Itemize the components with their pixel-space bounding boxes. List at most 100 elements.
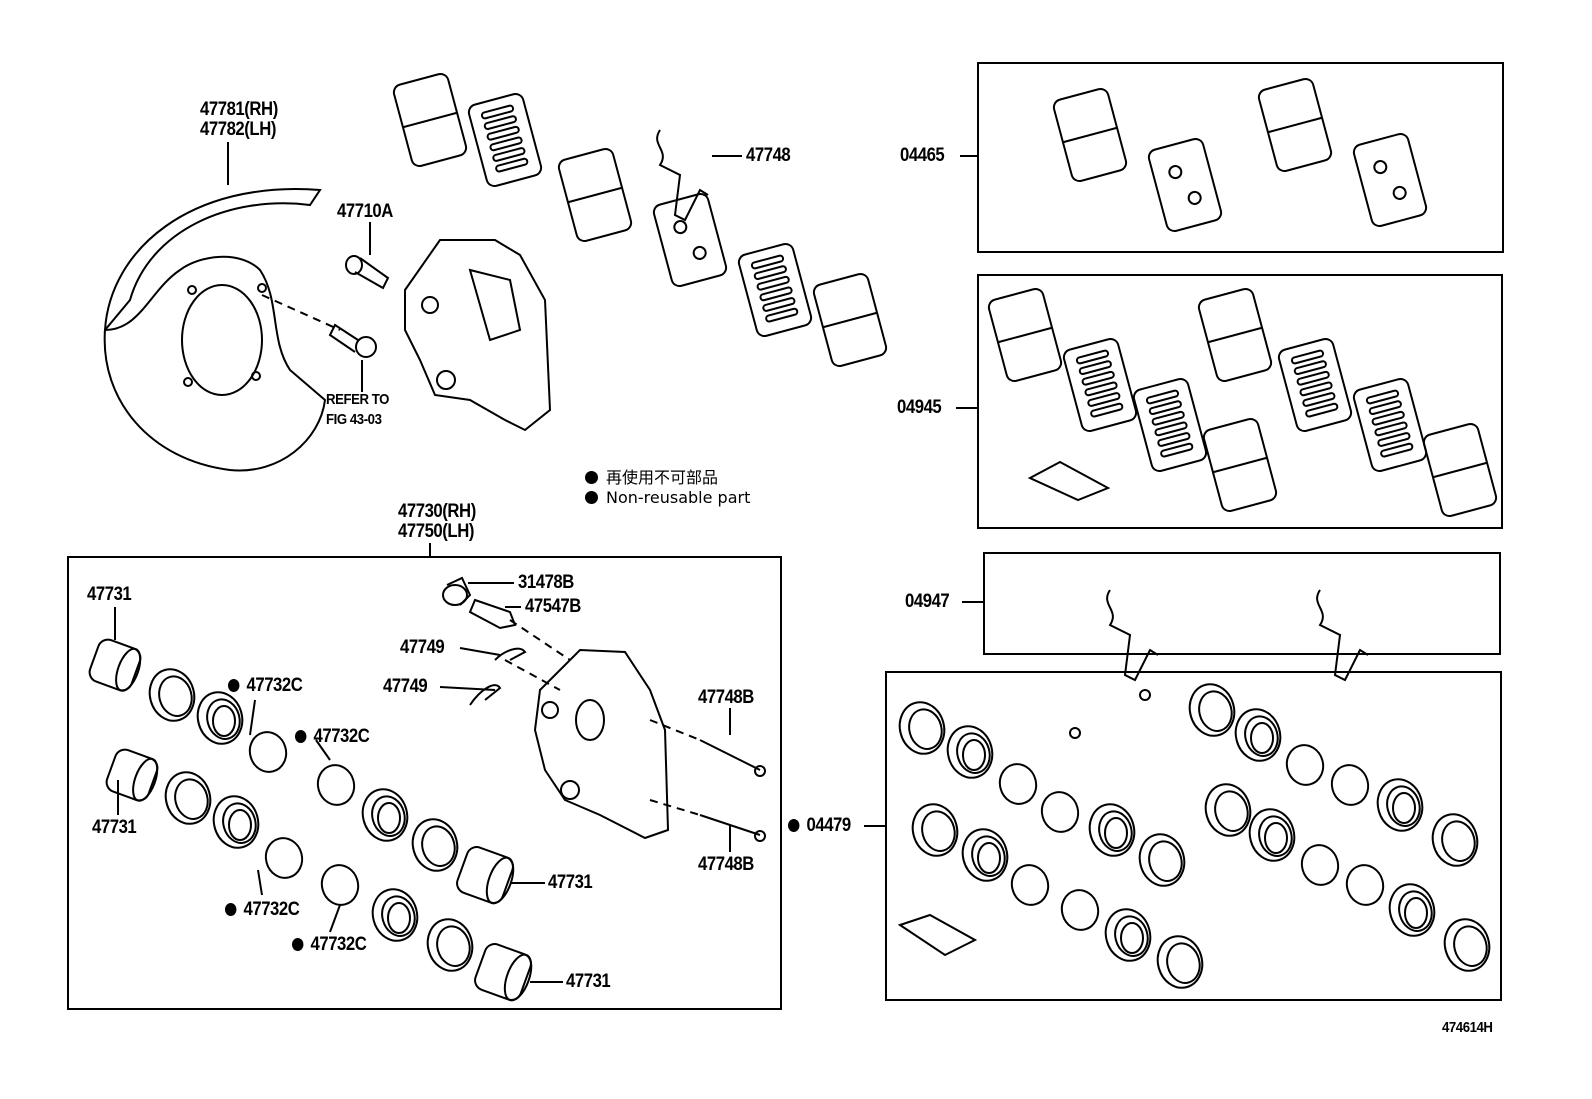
seal-ring bbox=[911, 803, 959, 857]
shim-slot bbox=[762, 297, 796, 312]
shim-slot bbox=[1296, 370, 1330, 386]
grease-packet bbox=[1027, 460, 1111, 502]
dashed-guides bbox=[261, 294, 701, 816]
shim-slot bbox=[495, 157, 529, 173]
shim-slot bbox=[1157, 432, 1191, 447]
caliper-lower bbox=[533, 648, 766, 842]
seal-ring bbox=[148, 668, 196, 722]
part-label-non-reusable: 47732C bbox=[292, 934, 367, 955]
shim-outline bbox=[1277, 337, 1353, 433]
shim-outline bbox=[1062, 337, 1138, 433]
seal-ring-core bbox=[1120, 922, 1144, 954]
seal-rings bbox=[148, 668, 1491, 989]
plate-outline bbox=[1352, 132, 1428, 228]
part-number: 47732C bbox=[246, 675, 303, 696]
shim-slot bbox=[1151, 410, 1185, 426]
shim-part bbox=[1277, 337, 1353, 433]
reference-note: REFER TO bbox=[326, 391, 389, 408]
legend-text: 再使用不可部品 bbox=[606, 468, 719, 487]
seal-ring bbox=[361, 788, 409, 842]
seal-ring-inner bbox=[1166, 942, 1201, 984]
bolt-refer bbox=[328, 323, 377, 358]
seal-ring bbox=[1188, 683, 1236, 737]
figure-id: 474614H bbox=[1442, 1019, 1493, 1036]
shim-slot bbox=[1302, 392, 1336, 407]
seal-ring-inner bbox=[436, 925, 471, 967]
grease-packet bbox=[897, 913, 978, 957]
seal-ring-core bbox=[228, 809, 252, 841]
pad-line bbox=[567, 186, 623, 204]
seal-ring-inner bbox=[1453, 925, 1488, 967]
plate-hole bbox=[1168, 165, 1183, 180]
part-number: 47732C bbox=[243, 899, 300, 920]
seal-ring bbox=[248, 731, 288, 773]
shim-slot bbox=[1305, 402, 1339, 418]
shim-outline bbox=[467, 92, 543, 188]
seal-ring bbox=[316, 764, 356, 806]
seal-ring bbox=[1300, 844, 1340, 886]
seal-ring-core bbox=[377, 802, 401, 834]
shim-slot bbox=[1380, 442, 1414, 458]
seal-ring-inner bbox=[371, 795, 406, 837]
part-label: 47731 bbox=[566, 971, 611, 992]
reference-note: FIG 43-03 bbox=[326, 411, 382, 428]
seal-ring-inner bbox=[1098, 810, 1133, 852]
part-label: 47731 bbox=[548, 872, 593, 893]
seal-ring bbox=[1285, 744, 1325, 786]
bullet-icon bbox=[585, 471, 598, 484]
part-label: 47731 bbox=[87, 584, 132, 605]
non-reusable-bullet bbox=[295, 730, 307, 743]
leader-lines bbox=[114, 142, 984, 983]
seal-ring-core bbox=[1264, 822, 1288, 854]
part-label: 47749 bbox=[400, 637, 445, 658]
anti-rattle-spring bbox=[656, 129, 709, 222]
part-label-non-reusable: 47732C bbox=[225, 899, 300, 920]
seal-ring bbox=[961, 828, 1009, 882]
seal-ring bbox=[946, 725, 994, 779]
plate-hole bbox=[673, 220, 688, 235]
shim-slot bbox=[1368, 400, 1402, 415]
plate-hole bbox=[1392, 185, 1407, 200]
pad-line bbox=[402, 111, 458, 129]
seal-ring bbox=[1010, 864, 1050, 906]
seal-ring bbox=[264, 837, 304, 879]
pad-part bbox=[1257, 77, 1333, 173]
shim-slot bbox=[753, 265, 787, 280]
seal-ring-inner bbox=[174, 778, 209, 820]
caliper-upper bbox=[404, 239, 552, 432]
legend-text: Non-reusable part bbox=[606, 488, 751, 507]
part-label: 47750(LH) bbox=[398, 521, 474, 542]
shim-slot bbox=[1374, 421, 1408, 437]
caliper-box bbox=[67, 556, 782, 1010]
pad-line bbox=[997, 326, 1053, 344]
seal-ring bbox=[1104, 908, 1152, 962]
shim-outline bbox=[1352, 377, 1428, 473]
seal-ring-core bbox=[212, 705, 236, 737]
seal-ring-core bbox=[1104, 817, 1128, 849]
shim-slot bbox=[1081, 370, 1115, 386]
pad-part bbox=[1197, 287, 1273, 383]
shim-slot bbox=[1293, 360, 1327, 375]
seal-ring bbox=[1345, 864, 1385, 906]
pad-outline bbox=[392, 72, 468, 168]
seal-ring bbox=[426, 918, 474, 972]
seal-ring-inner bbox=[1441, 820, 1476, 862]
part-label-non-reusable: 47732C bbox=[228, 675, 303, 696]
shim-slot bbox=[1299, 381, 1333, 397]
plate-part bbox=[1147, 137, 1223, 233]
shim-slot bbox=[765, 307, 799, 323]
seal-ring-inner bbox=[1198, 690, 1233, 732]
part-label: 04465 bbox=[900, 145, 945, 166]
seal-ring-inner bbox=[971, 835, 1006, 877]
shim-slot bbox=[1145, 389, 1180, 405]
seal-ring bbox=[411, 818, 459, 872]
seal-ring-inner bbox=[1258, 815, 1293, 857]
part-label: 04945 bbox=[897, 397, 942, 418]
part-number: 47732C bbox=[310, 934, 367, 955]
seal-ring bbox=[320, 864, 360, 906]
shim-part bbox=[1132, 377, 1208, 473]
shim-slot bbox=[759, 286, 793, 302]
pad-line bbox=[1432, 461, 1488, 479]
pad-line bbox=[1062, 126, 1118, 144]
